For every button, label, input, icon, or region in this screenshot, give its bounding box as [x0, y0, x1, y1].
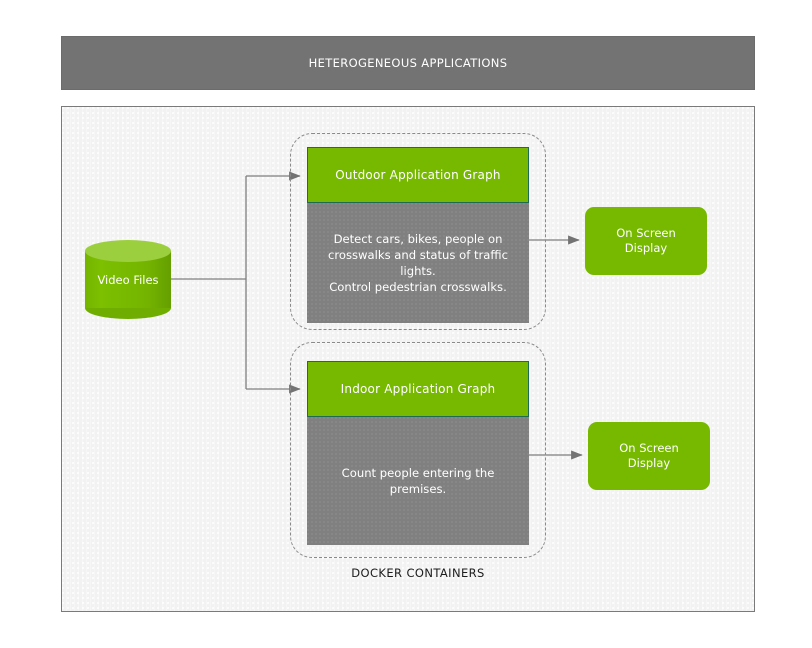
- docker-containers-caption: DOCKER CONTAINERS: [351, 566, 485, 580]
- docker-container-indoor: [290, 342, 546, 558]
- outdoor-application-header: Outdoor Application Graph: [307, 147, 529, 203]
- header-title: HETEROGENEOUS APPLICATIONS: [308, 56, 508, 70]
- on-screen-display-indoor[interactable]: On Screen Display: [588, 422, 710, 490]
- heterogeneous-applications-header: HETEROGENEOUS APPLICATIONS: [61, 36, 755, 90]
- indoor-application-card[interactable]: Indoor Application Graph Count people en…: [307, 361, 529, 545]
- indoor-application-body: Count people entering the premises.: [307, 417, 529, 545]
- docker-container-outdoor: [290, 133, 546, 330]
- indoor-application-header: Indoor Application Graph: [307, 361, 529, 417]
- indoor-application-description: Count people entering the premises.: [341, 466, 495, 496]
- cylinder-top-icon: [85, 240, 171, 262]
- on-screen-display-outdoor-label: On Screen Display: [616, 226, 676, 255]
- outdoor-application-description: Detect cars, bikes, people on crosswalks…: [328, 232, 508, 294]
- indoor-application-title: Indoor Application Graph: [340, 382, 496, 396]
- on-screen-display-indoor-label: On Screen Display: [619, 441, 679, 470]
- video-files-label: Video Files: [97, 272, 159, 287]
- outdoor-application-card[interactable]: Outdoor Application Graph Detect cars, b…: [307, 147, 529, 323]
- outdoor-application-body: Detect cars, bikes, people on crosswalks…: [307, 203, 529, 323]
- on-screen-display-outdoor[interactable]: On Screen Display: [585, 207, 707, 275]
- video-files-node[interactable]: Video Files: [85, 240, 171, 319]
- outdoor-application-title: Outdoor Application Graph: [335, 168, 501, 182]
